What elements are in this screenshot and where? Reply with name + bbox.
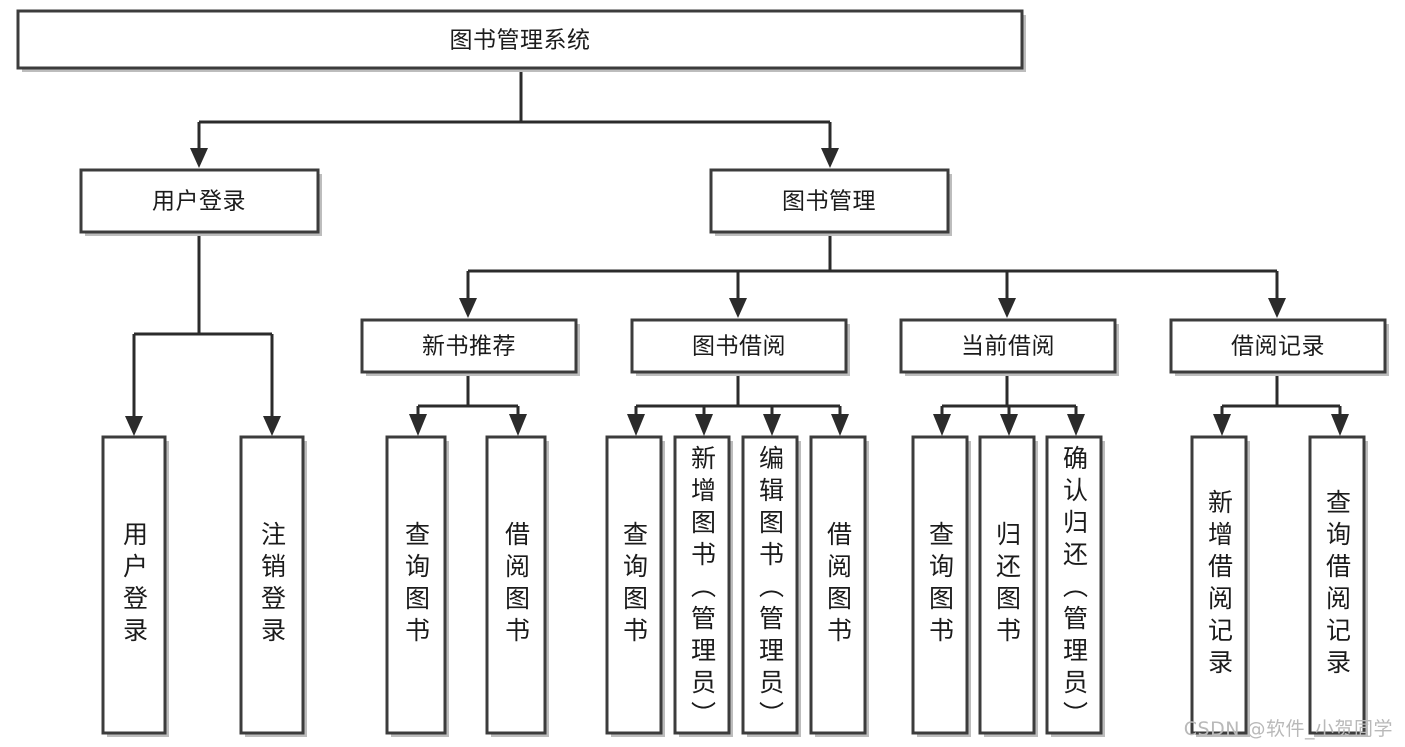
- leaf-label-user-login: 用户登录: [119, 521, 149, 649]
- node-current-borrow-box: [899, 318, 1117, 374]
- leaf-bb-4-box[interactable]: [809, 435, 867, 735]
- arrow-head-user-login: [190, 148, 208, 168]
- node-borrow-records-label: 借阅记录: [1231, 334, 1325, 360]
- leaf-cb-3-box[interactable]: [1045, 435, 1103, 735]
- leaf-label-logout: 注销登录: [257, 521, 287, 649]
- leaf-logout-box[interactable]: [239, 435, 305, 735]
- arrow-head-leaf-br-1: [1213, 414, 1231, 436]
- node-book-manage[interactable]: 图书管理: [709, 168, 952, 236]
- connector-group-borrow-records-leaves: [1213, 372, 1349, 436]
- node-borrow-records-box: [1169, 318, 1387, 374]
- node-root-box: [16, 9, 1024, 70]
- node-new-book-recommend[interactable]: 新书推荐: [360, 318, 580, 376]
- connector-group-current-borrow-leaves: [933, 372, 1085, 436]
- leaf-label-cb-query-book: 查询图书: [925, 521, 955, 649]
- arrow-head-leaf-nb-2: [509, 414, 527, 436]
- leaf-br-1-box[interactable]: [1190, 435, 1248, 735]
- leaf-label-bb-add-book: 新增图书（管理员）: [687, 445, 717, 733]
- arrow-head-current-borrow: [998, 298, 1016, 318]
- leaf-bb-1-box[interactable]: [605, 435, 663, 735]
- node-root[interactable]: 图书管理系统: [16, 9, 1026, 72]
- leaf-cb-1-box[interactable]: [911, 435, 969, 735]
- leaf-label-nb-query-book: 查询图书: [401, 521, 431, 649]
- leaf-label-bb-borrow-book: 借阅图书: [823, 521, 853, 649]
- node-book-manage-label: 图书管理: [782, 189, 876, 215]
- node-user-login-box: [79, 168, 320, 234]
- leaf-nb-2-box[interactable]: [485, 435, 547, 735]
- arrow-head-leaf-bb-4: [831, 414, 849, 436]
- arrow-head-leaf-bb-1: [627, 414, 645, 436]
- arrow-head-new-book: [459, 298, 477, 318]
- arrow-head-book-manage: [821, 148, 839, 168]
- node-user-login[interactable]: 用户登录: [79, 168, 322, 236]
- arrow-head-book-borrow: [729, 298, 747, 318]
- node-root-label: 图书管理系统: [450, 28, 591, 54]
- leaf-box-group-new-book: [385, 435, 549, 737]
- arrow-head-leaf-bb-2: [695, 414, 713, 436]
- node-borrow-records[interactable]: 借阅记录: [1169, 318, 1389, 376]
- leaf-box-group-book-borrow: [605, 435, 869, 737]
- node-current-borrow-label: 当前借阅: [961, 334, 1055, 360]
- leaf-br-2-box[interactable]: [1308, 435, 1366, 735]
- node-new-book-recommend-label: 新书推荐: [422, 334, 516, 360]
- connector-group-book-manage-to-level3: [459, 234, 1286, 318]
- connector-group-new-book-leaves: [409, 372, 527, 436]
- node-current-borrow[interactable]: 当前借阅: [899, 318, 1119, 376]
- arrow-head-leaf-cb-3: [1067, 414, 1085, 436]
- leaf-label-bb-edit-book: 编辑图书（管理员）: [755, 445, 785, 733]
- leaf-box-group-borrow-records: [1190, 435, 1368, 737]
- node-book-borrow[interactable]: 图书借阅: [630, 318, 850, 376]
- node-book-borrow-box: [630, 318, 848, 374]
- leaf-label-br-add-record: 新增借阅记录: [1204, 489, 1234, 681]
- arrow-head-leaf-br-2: [1331, 414, 1349, 436]
- leaf-bb-3-box[interactable]: [741, 435, 799, 735]
- connector-group-book-borrow-leaves: [627, 372, 849, 436]
- arrow-head-leaf-bb-3: [763, 414, 781, 436]
- arrow-head-leaf-cb-1: [933, 414, 951, 436]
- leaf-label-nb-borrow-book: 借阅图书: [501, 521, 531, 649]
- leaf-label-cb-return-book: 归还图书: [992, 521, 1022, 649]
- leaf-box-group-current-borrow: [911, 435, 1105, 737]
- leaf-nb-1-box[interactable]: [385, 435, 447, 735]
- leaf-label-br-query-record: 查询借阅记录: [1322, 489, 1352, 681]
- arrow-head-leaf-logout: [263, 416, 281, 436]
- arrow-head-leaf-user-login: [125, 416, 143, 436]
- connector-group-root-to-level2: [190, 68, 839, 168]
- arrow-head-borrow-records: [1268, 298, 1286, 318]
- arrow-head-leaf-cb-2: [1000, 414, 1018, 436]
- leaf-label-bb-query-book: 查询图书: [619, 521, 649, 649]
- node-user-login-label: 用户登录: [152, 189, 246, 215]
- node-book-borrow-label: 图书借阅: [692, 334, 786, 360]
- leaf-box-group-user-login: [101, 435, 307, 737]
- node-book-manage-box: [709, 168, 950, 234]
- arrow-head-leaf-nb-1: [409, 414, 427, 436]
- connector-group-user-login-leaves: [125, 234, 281, 436]
- node-new-book-recommend-box: [360, 318, 578, 374]
- leaf-user-login-box[interactable]: [101, 435, 167, 735]
- leaf-label-cb-confirm-return: 确认归还（管理员）: [1059, 445, 1089, 733]
- leaf-cb-2-box[interactable]: [978, 435, 1036, 735]
- leaf-bb-2-box[interactable]: [673, 435, 731, 735]
